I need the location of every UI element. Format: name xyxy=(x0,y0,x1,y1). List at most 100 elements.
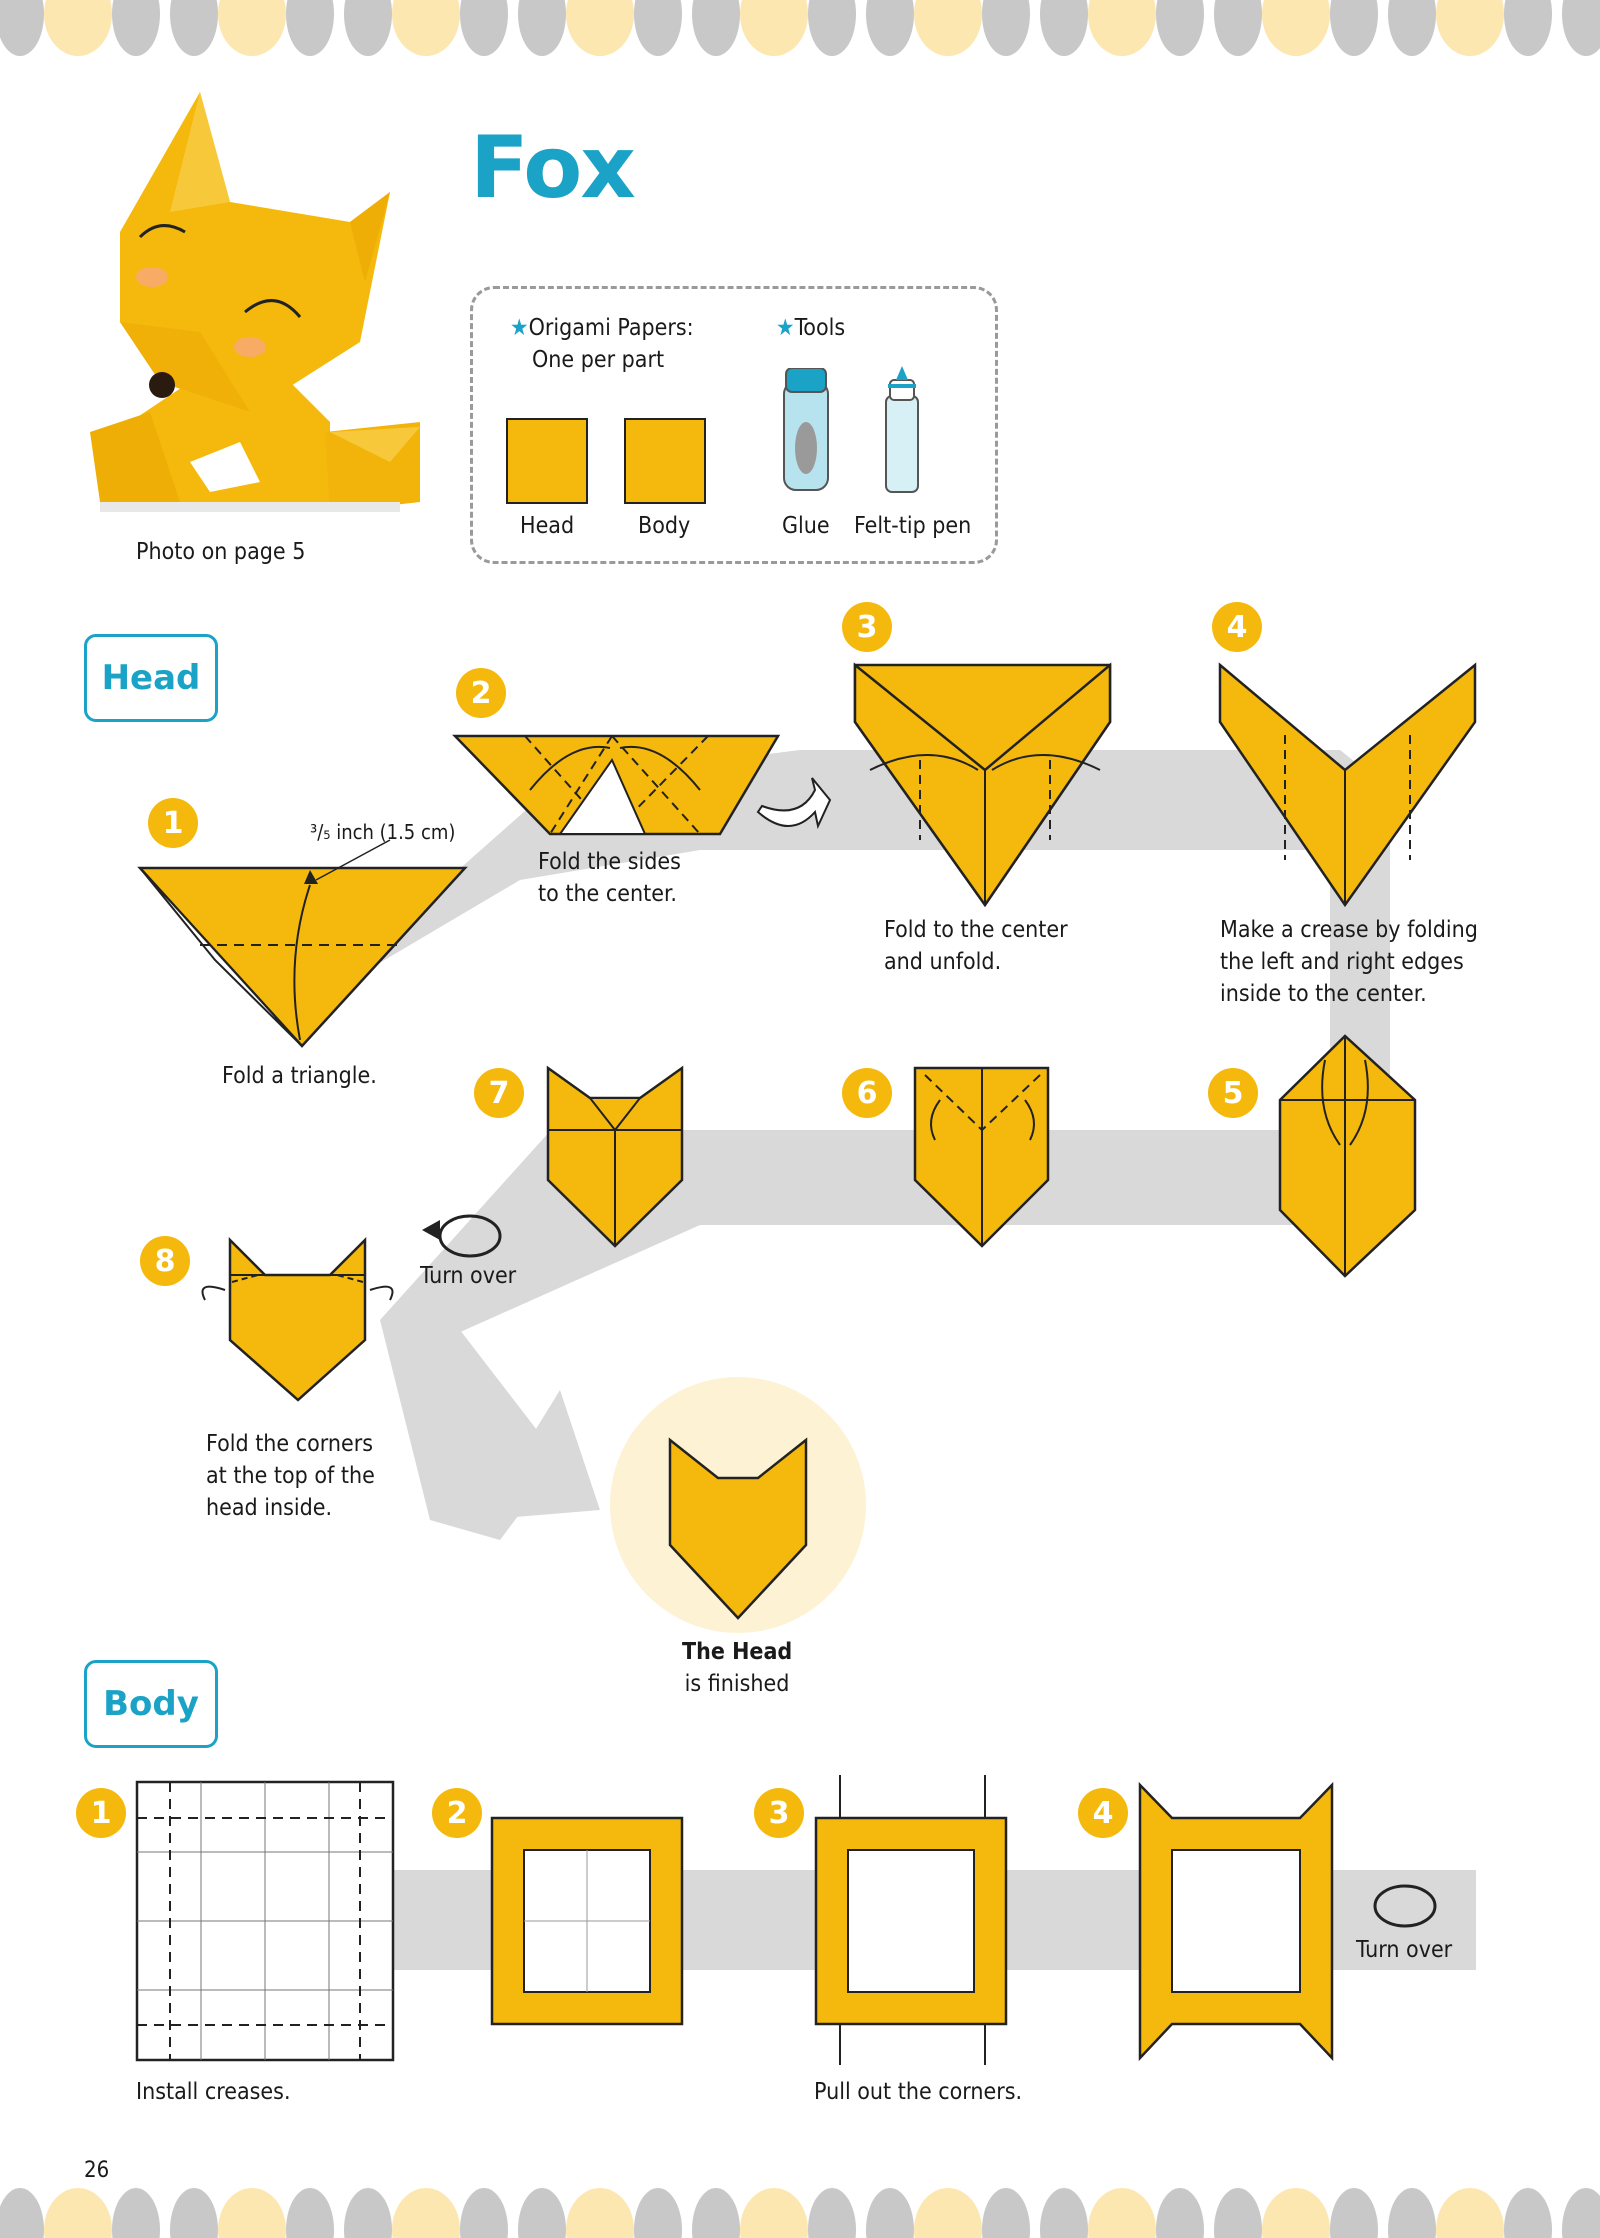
decorative-dot xyxy=(808,2188,856,2238)
decorative-dot xyxy=(518,0,566,56)
decorative-dot xyxy=(392,0,460,56)
decorative-dot xyxy=(44,0,112,56)
top-decorative-band xyxy=(0,0,1600,70)
decorative-dot xyxy=(1214,0,1262,56)
head-step-number: 4 xyxy=(1212,602,1262,652)
decorative-dot xyxy=(634,2188,682,2238)
head-step-number: 5 xyxy=(1208,1068,1258,1118)
decorative-dot xyxy=(1262,2188,1330,2238)
bottom-decorative-band xyxy=(0,2168,1600,2238)
body-step-1-fold xyxy=(135,1780,395,2062)
decorative-dot xyxy=(1040,0,1088,56)
decorative-dot xyxy=(808,0,856,56)
head-step-number: 2 xyxy=(456,668,506,718)
decorative-dot xyxy=(460,2188,508,2238)
head-step-1-caption: Fold a triangle. xyxy=(222,1063,377,1089)
head-step-1-fold xyxy=(137,839,468,1048)
photo-caption: Photo on page 5 xyxy=(136,539,306,565)
section-label-body: Body xyxy=(84,1660,218,1748)
decorative-dot xyxy=(914,2188,982,2238)
decorative-dot xyxy=(218,2188,286,2238)
decorative-dot xyxy=(1214,2188,1262,2238)
decorative-dot xyxy=(1330,0,1378,56)
head-step-8-fold xyxy=(201,1236,394,1402)
decorative-dot xyxy=(1388,2188,1436,2238)
head-step-2-fold xyxy=(452,734,781,836)
page-title: Fox xyxy=(470,118,636,218)
decorative-dot xyxy=(692,0,740,56)
decorative-dot xyxy=(740,2188,808,2238)
decorative-dot xyxy=(392,2188,460,2238)
decorative-dot xyxy=(286,2188,334,2238)
decorative-dot xyxy=(0,0,44,56)
decorative-dot xyxy=(112,0,160,56)
decorative-dot xyxy=(740,0,808,56)
head-finished-caption: The Head is finished xyxy=(682,1636,792,1700)
decorative-dot xyxy=(566,2188,634,2238)
star-icon: ★ xyxy=(776,315,795,341)
body-step-3-caption: Pull out the corners. xyxy=(814,2079,1023,2105)
tool-label-pen: Felt-tip pen xyxy=(854,513,972,539)
turn-over-label: Turn over xyxy=(420,1263,517,1289)
body-step-number: 3 xyxy=(754,1788,804,1838)
finished-title: The Head xyxy=(682,1639,793,1665)
measure-label: ³/₅ inch (1.5 cm) xyxy=(310,820,456,844)
body-step-number: 4 xyxy=(1078,1788,1128,1838)
decorative-dot xyxy=(1436,0,1504,56)
finished-head xyxy=(610,1377,866,1633)
finished-sub: is finished xyxy=(684,1671,790,1697)
decorative-dot xyxy=(518,2188,566,2238)
decorative-dot xyxy=(1156,2188,1204,2238)
head-paper-swatch xyxy=(506,418,588,504)
body-step-number: 2 xyxy=(432,1788,482,1838)
body-step-1-caption: Install creases. xyxy=(136,2079,291,2105)
body-turn-over-label: Turn over xyxy=(1356,1937,1453,1963)
head-step-number: 8 xyxy=(140,1236,190,1286)
body-step-3-fold xyxy=(814,1775,1008,2065)
glue-icon xyxy=(783,368,829,491)
decorative-dot xyxy=(866,2188,914,2238)
head-step-number: 3 xyxy=(842,602,892,652)
decorative-dot xyxy=(218,0,286,56)
decorative-dot xyxy=(1504,2188,1552,2238)
fox-photo xyxy=(90,92,420,512)
head-step-number: 7 xyxy=(474,1068,524,1118)
body-paper-swatch xyxy=(624,418,706,504)
felt-tip-pen-icon xyxy=(885,366,919,493)
decorative-dot xyxy=(112,2188,160,2238)
papers-heading: ★Origami Papers: xyxy=(510,315,694,341)
star-icon: ★ xyxy=(510,315,529,341)
head-step-7-fold xyxy=(546,1065,684,1248)
body-step-2-fold xyxy=(490,1816,684,2026)
decorative-dot xyxy=(866,0,914,56)
head-step-4-fold xyxy=(1218,662,1477,908)
decorative-dot xyxy=(982,0,1030,56)
paper-label-head: Head xyxy=(520,513,575,539)
decorative-dot xyxy=(914,0,982,56)
tools-heading: ★Tools xyxy=(776,315,846,341)
decorative-dot xyxy=(1156,0,1204,56)
decorative-dot xyxy=(170,2188,218,2238)
decorative-dot xyxy=(1262,0,1330,56)
decorative-dot xyxy=(566,0,634,56)
decorative-dot xyxy=(982,2188,1030,2238)
decorative-dot xyxy=(1562,2188,1600,2238)
head-step-number: 1 xyxy=(148,798,198,848)
decorative-dot xyxy=(460,0,508,56)
head-step-number: 6 xyxy=(842,1068,892,1118)
decorative-dot xyxy=(286,0,334,56)
body-step-number: 1 xyxy=(76,1788,126,1838)
page-number: 26 xyxy=(84,2158,110,2183)
decorative-dot xyxy=(44,2188,112,2238)
decorative-dot xyxy=(344,2188,392,2238)
head-step-3-fold xyxy=(853,662,1112,908)
decorative-dot xyxy=(344,0,392,56)
head-step-5-fold xyxy=(1278,1034,1417,1278)
paper-label-body: Body xyxy=(638,513,691,539)
head-instructions-diagram xyxy=(137,662,1477,1633)
decorative-dot xyxy=(1088,0,1156,56)
